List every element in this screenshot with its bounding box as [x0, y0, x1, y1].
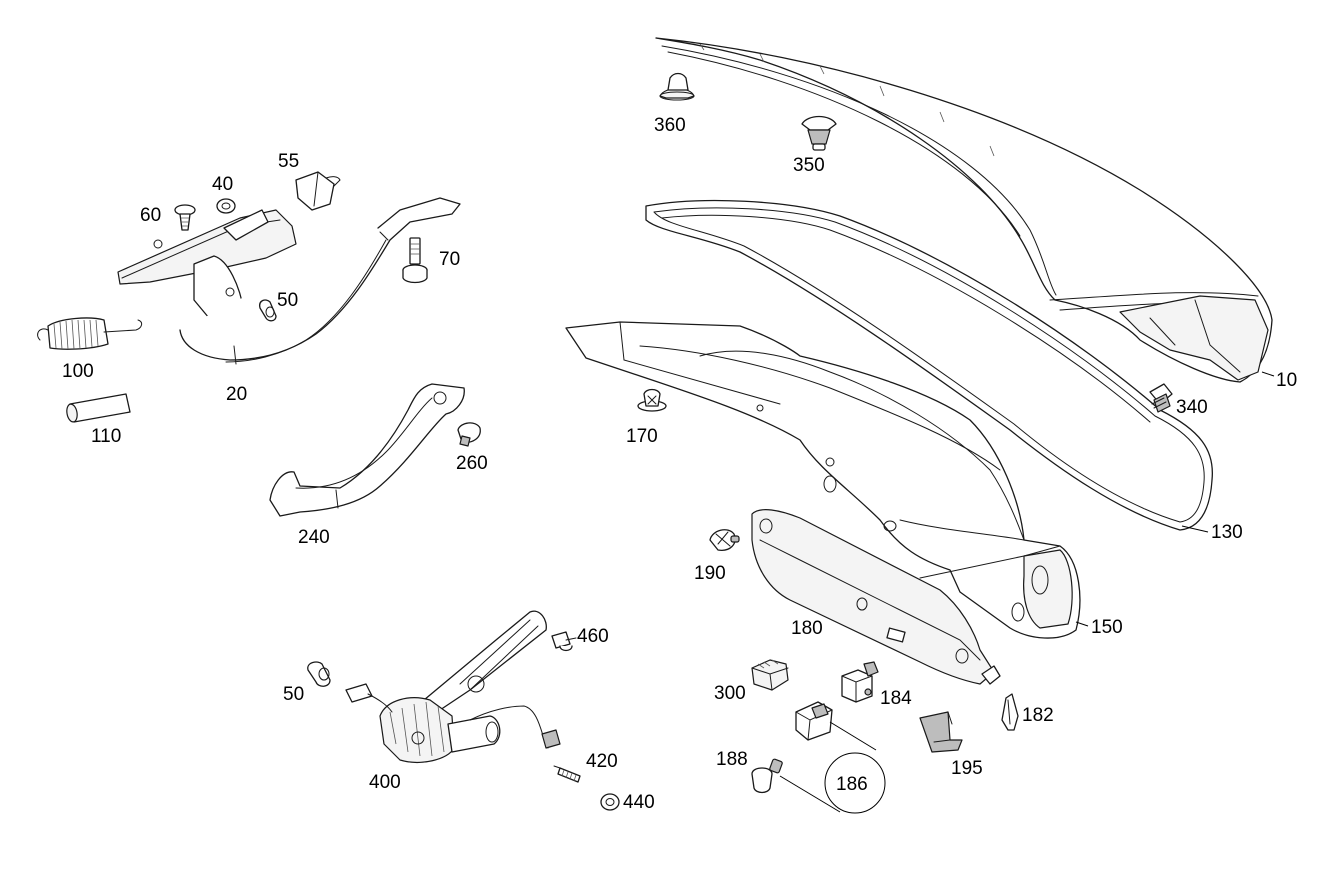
label-40: 40: [212, 174, 233, 195]
label-150: 150: [1091, 617, 1123, 638]
label-50-lower: 50: [283, 684, 304, 705]
part-130-seal: [645, 199, 1214, 531]
part-440-nut: [600, 793, 620, 811]
label-186: 186: [836, 774, 868, 795]
part-190-clip: [709, 529, 740, 551]
part-260-clip: [457, 422, 481, 447]
part-180-trim-strip: [751, 509, 1001, 685]
part-55-bracket: [295, 171, 341, 211]
part-50-bushing-upper: [259, 299, 277, 322]
label-182: 182: [1022, 705, 1054, 726]
part-110-tube: [66, 393, 131, 423]
label-60: 60: [140, 205, 161, 226]
part-184-lock-actuator: [841, 661, 879, 703]
label-10: 10: [1276, 370, 1297, 391]
label-420: 420: [586, 751, 618, 772]
part-300-switch: [751, 659, 789, 691]
label-360: 360: [654, 115, 686, 136]
label-184: 184: [880, 688, 912, 709]
part-350-clip: [801, 115, 837, 151]
part-60-bolt: [174, 204, 196, 231]
part-20-hinge: [117, 197, 461, 365]
label-170: 170: [626, 426, 658, 447]
label-100: 100: [62, 361, 94, 382]
part-400-drive-unit: [345, 610, 561, 763]
label-70: 70: [439, 249, 460, 270]
part-70-bolt: [402, 237, 428, 284]
label-260: 260: [456, 453, 488, 474]
label-188: 188: [716, 749, 748, 770]
part-340-bumper: [1149, 383, 1173, 413]
part-186-connector-set: [779, 701, 886, 814]
label-240: 240: [298, 527, 330, 548]
label-350: 350: [793, 155, 825, 176]
part-150-inner-trim: [565, 321, 1081, 639]
part-100-spring: [37, 317, 143, 350]
label-180: 180: [791, 618, 823, 639]
label-440: 440: [623, 792, 655, 813]
label-460: 460: [577, 626, 609, 647]
label-130: 130: [1211, 522, 1243, 543]
part-360-clip: [659, 72, 695, 101]
label-50-upper: 50: [277, 290, 298, 311]
label-190: 190: [694, 563, 726, 584]
callout-labels: 10 20 40 50 50 55 60 70 100 110 130 150 …: [62, 115, 1297, 813]
label-55: 55: [278, 151, 299, 172]
leader-10: [1261, 371, 1275, 377]
label-195: 195: [951, 758, 983, 779]
part-10-trunk-lid: [655, 37, 1273, 383]
leader-150: [1075, 621, 1089, 627]
part-460-pin: [551, 631, 577, 652]
label-300: 300: [714, 683, 746, 704]
label-110: 110: [91, 426, 121, 447]
part-170-expanding-rivet: [637, 388, 667, 412]
leader-130: [1181, 525, 1209, 533]
part-50-bushing-lower: [307, 661, 331, 687]
part-420-pin: [553, 765, 581, 783]
part-182-clip: [1001, 693, 1019, 731]
label-340: 340: [1176, 397, 1208, 418]
label-20: 20: [226, 384, 247, 405]
part-240-strut-cover: [269, 383, 465, 517]
part-195-cover: [919, 711, 963, 753]
part-188-bulb: [751, 758, 783, 794]
part-40-nut: [216, 198, 236, 214]
label-400: 400: [369, 772, 401, 793]
